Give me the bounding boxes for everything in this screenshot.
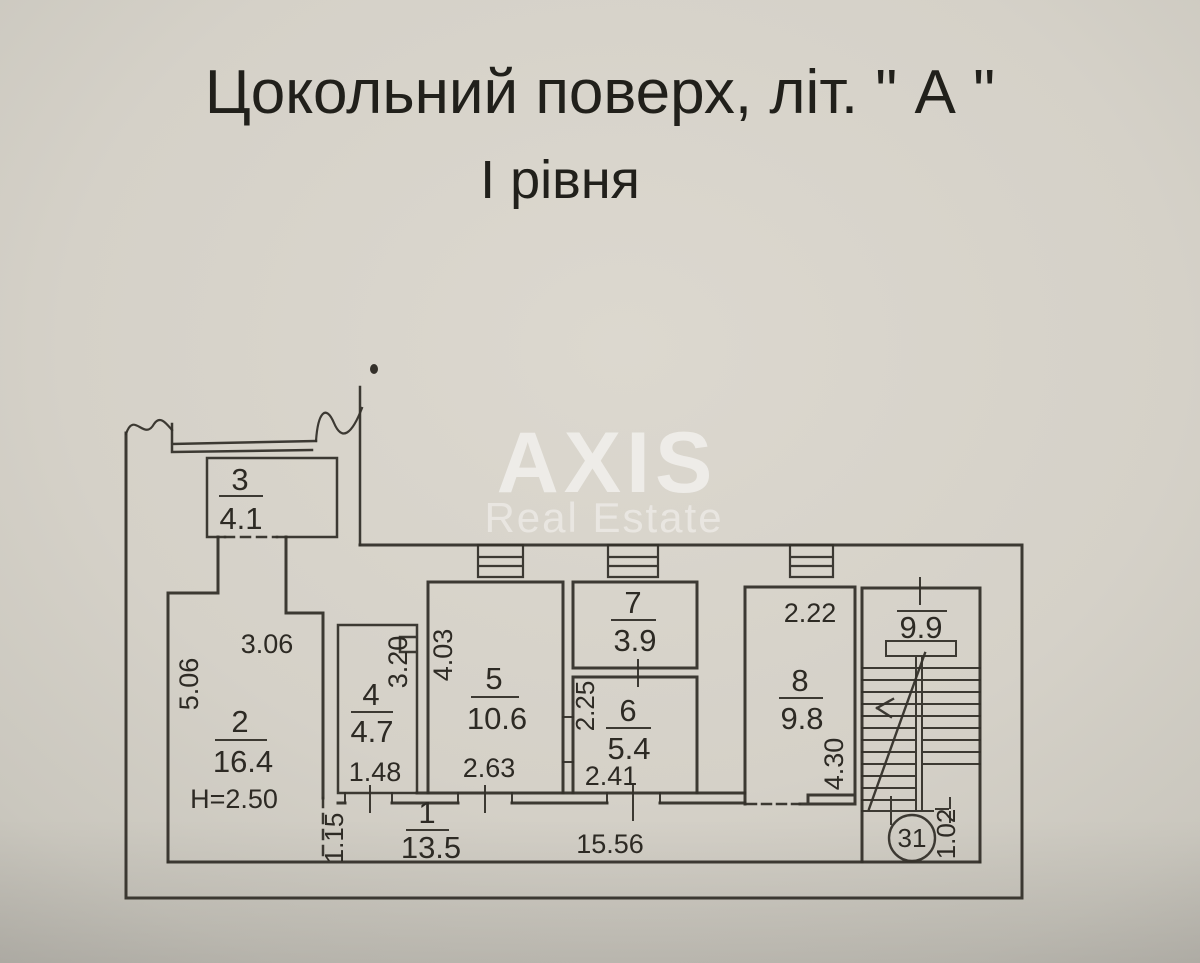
room5-number: 5: [485, 661, 502, 696]
boundary-dot: [370, 364, 378, 374]
room5-depth-dim: 4.03: [428, 629, 458, 682]
node-31-circle: [887, 813, 937, 863]
corridor-north-wall: [336, 791, 747, 805]
room6-area: 5.4: [607, 731, 650, 766]
corridor-length-dim: 15.56: [576, 829, 644, 859]
room7-walls: [571, 580, 699, 670]
room7-area: 3.9: [613, 623, 656, 658]
corridor-number: 1: [418, 795, 435, 830]
page-header: Цокольний поверх, літ. " А " І рівня: [205, 58, 995, 210]
room6-depth-dim: 2.25: [570, 681, 600, 732]
door-jambs: [344, 716, 661, 804]
room-number-fraction-lines: [215, 495, 823, 831]
door-tick-marks: [369, 659, 639, 821]
room4-depth-dim: 3.20: [383, 636, 413, 689]
page-subtitle: І рівня: [480, 150, 640, 210]
room6-number: 6: [619, 693, 636, 728]
room7-number: 7: [624, 585, 641, 620]
corridor-neck-dim: 1.15: [319, 813, 349, 864]
corridor-area: 13.5: [401, 830, 461, 865]
room2-walls: [166, 535, 325, 864]
room3-walls: [170, 422, 339, 539]
room4-number: 4: [362, 677, 379, 712]
room2-depth-dim: 5.06: [174, 658, 204, 711]
room2-area: 16.4: [213, 744, 273, 779]
room2-width-dim: 3.06: [241, 629, 294, 659]
room8-area: 9.8: [780, 701, 823, 736]
stairs-area: 9.9: [899, 610, 942, 645]
room2-ceiling-height: H=2.50: [190, 784, 278, 814]
room5-area: 10.6: [467, 701, 527, 736]
node-31-label: 31: [898, 823, 927, 853]
plan-walls: [124, 364, 1024, 900]
watermark-tagline: Real Estate: [484, 494, 723, 541]
room8-number: 8: [791, 663, 808, 698]
chimney-shafts: [476, 543, 835, 579]
page-title: Цокольний поверх, літ. " А ": [205, 58, 995, 127]
room8-walls: [743, 585, 857, 806]
room2-number: 2: [231, 704, 248, 739]
exit-width-dim: 1.02: [931, 809, 961, 860]
room3-number: 3: [231, 462, 248, 497]
exit-opening-dashes: [935, 797, 951, 823]
break-line-squiggles: [124, 406, 364, 443]
room5-width-dim: 2.63: [463, 753, 516, 783]
room3-area: 4.1: [219, 501, 262, 536]
room8-depth-dim: 4.30: [819, 738, 849, 791]
stair-direction-arrow: [867, 651, 927, 811]
watermark-brand: AXIS: [497, 415, 718, 511]
room4-area: 4.7: [350, 714, 393, 749]
room6-width-dim: 2.41: [585, 761, 638, 791]
room8-width-dim: 2.22: [784, 598, 837, 628]
room4-width-dim: 1.48: [349, 757, 402, 787]
plan-labels: 3 4.1 3.06 5.06 2 16.4 H=2.50 4 4.7 3.20…: [174, 462, 961, 865]
watermark: AXIS Real Estate: [484, 415, 723, 541]
